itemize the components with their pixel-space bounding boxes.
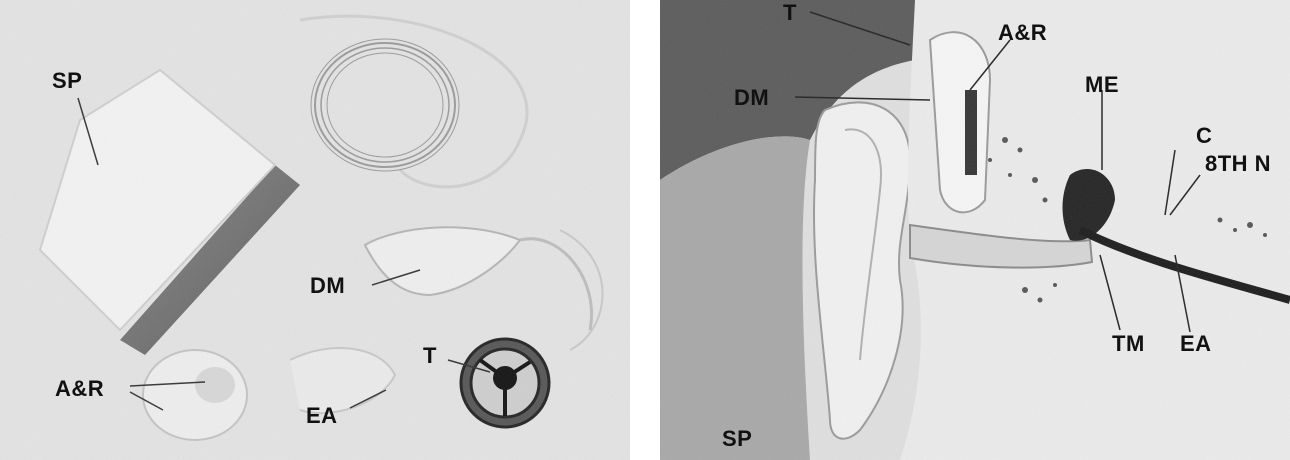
label-dm: DM bbox=[310, 275, 345, 297]
device-components-photo: SP DM A&R EA T bbox=[0, 0, 630, 460]
label-dm: DM bbox=[734, 87, 769, 109]
label-ar: A&R bbox=[55, 378, 104, 400]
label-c: C bbox=[1196, 125, 1212, 147]
label-t: T bbox=[423, 345, 437, 367]
label-tm: TM bbox=[1112, 333, 1145, 355]
label-t: T bbox=[783, 2, 797, 24]
label-8th-n: 8TH N bbox=[1205, 153, 1271, 175]
label-me: ME bbox=[1085, 74, 1119, 96]
ear-anatomy-drawing bbox=[660, 0, 1290, 460]
label-ar: A&R bbox=[998, 22, 1047, 44]
label-ea: EA bbox=[306, 405, 338, 427]
label-sp: SP bbox=[52, 70, 82, 92]
ear-cross-section-illustration: T DM A&R ME C 8TH N TM EA SP bbox=[660, 0, 1290, 460]
label-ea: EA bbox=[1180, 333, 1212, 355]
label-sp: SP bbox=[722, 428, 752, 450]
